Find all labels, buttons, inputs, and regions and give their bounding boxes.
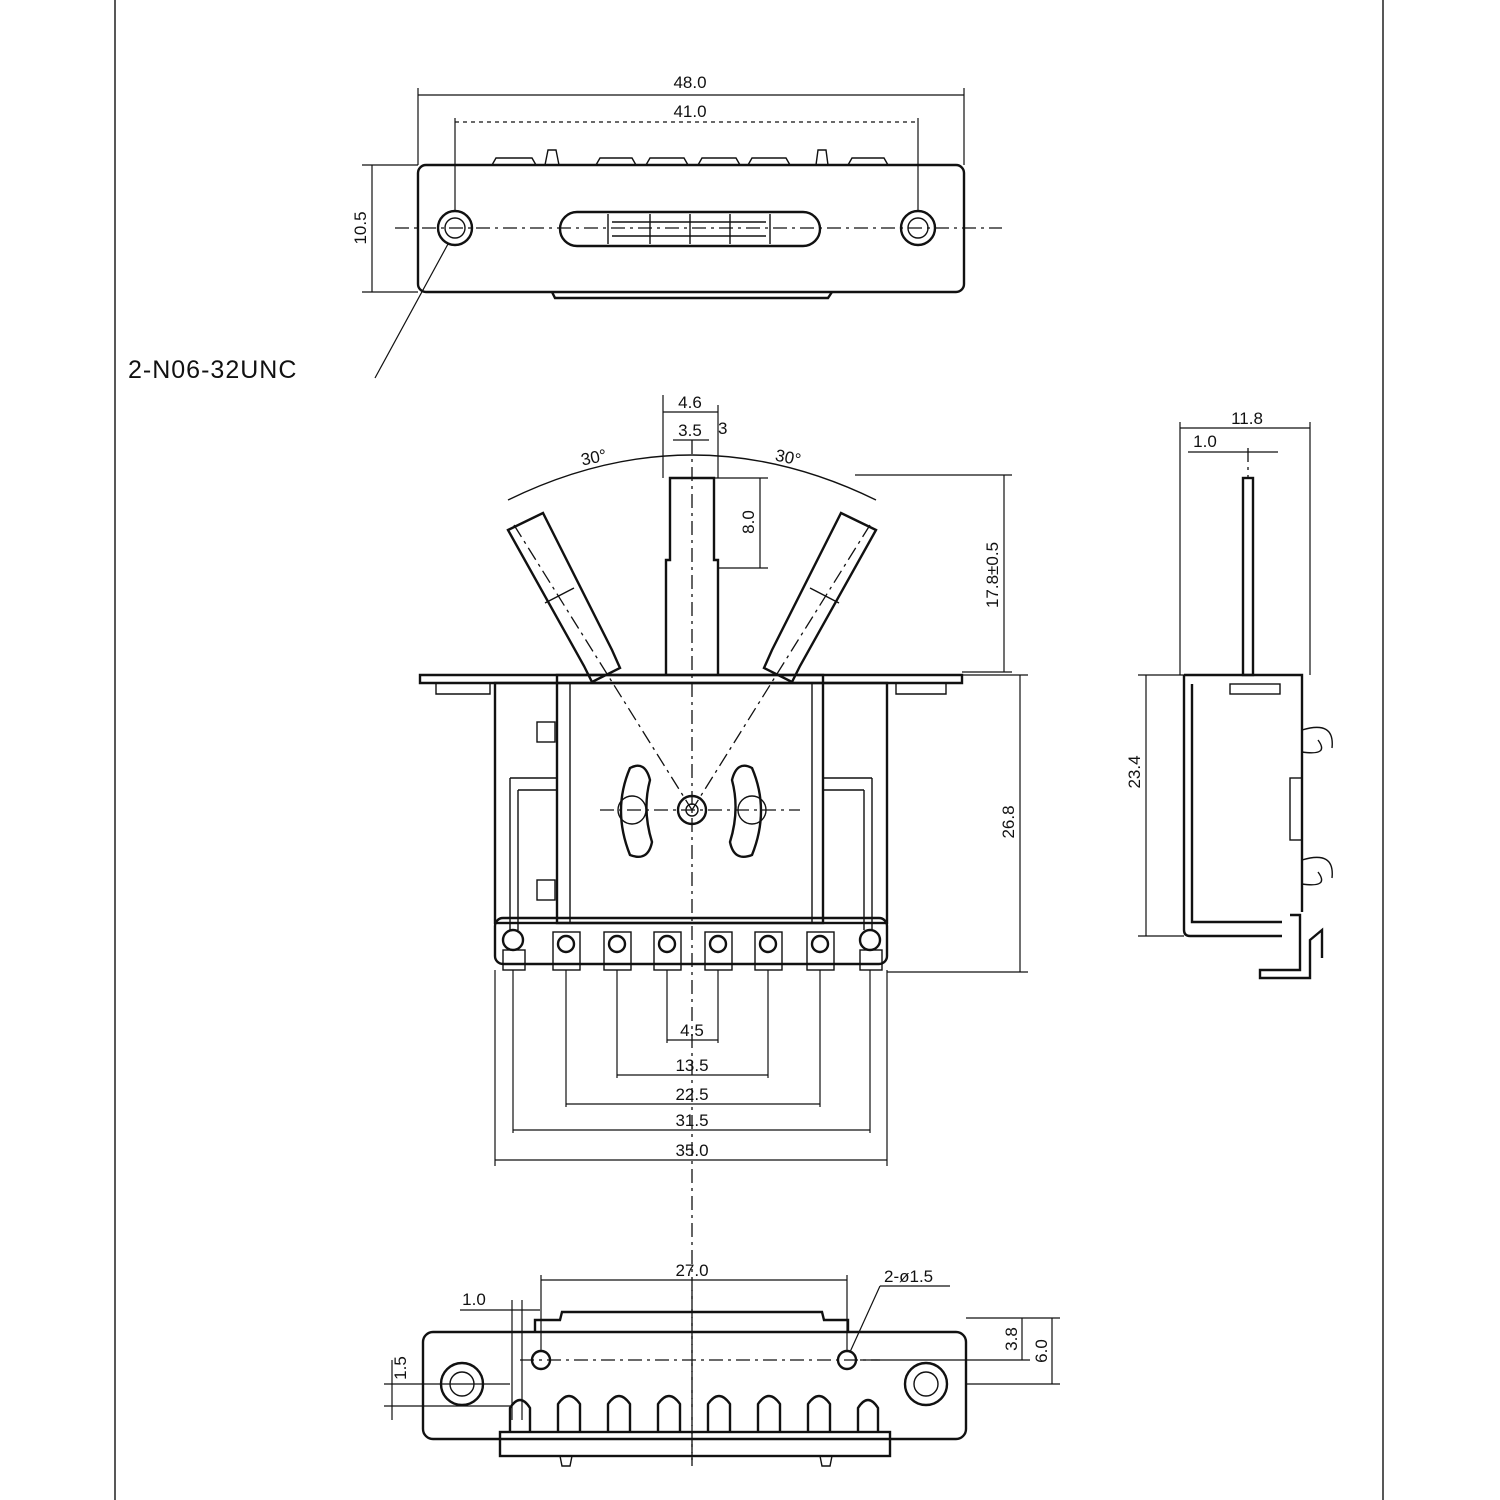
side-clip xyxy=(1289,777,1303,841)
dim-side-height: 23.4 xyxy=(1125,755,1144,788)
bottom-right-hole-inner xyxy=(913,1371,939,1397)
bottom-feet xyxy=(559,1455,833,1467)
front-angle-arc xyxy=(507,454,877,501)
dim-pitch-4-5: 4.5 xyxy=(680,1021,704,1040)
dim-lever-tip: 8.0 xyxy=(739,510,758,534)
front-terminal-row xyxy=(493,916,889,966)
hole-callout: 2-ø1.5 xyxy=(884,1267,933,1286)
dim-top-height: 10.5 xyxy=(351,211,370,244)
dim-lever-inner: 3.5 xyxy=(678,421,702,440)
side-terminal xyxy=(1258,913,1324,980)
side-body-inner xyxy=(1190,684,1282,924)
front-side-brackets xyxy=(509,777,873,930)
dim-overall-width: 48.0 xyxy=(673,73,706,92)
dim-pitch-31-5: 31.5 xyxy=(675,1111,708,1130)
side-lever xyxy=(1241,476,1255,677)
dim-hole-spacing: 41.0 xyxy=(673,102,706,121)
front-lever-right-step xyxy=(809,587,840,604)
dim-body-height: 26.8 xyxy=(999,805,1018,838)
thread-callout: 2-N06-32UNC xyxy=(128,356,297,384)
dim-pitch-13-5: 13.5 xyxy=(675,1056,708,1075)
dim-bottom-offset: 1.0 xyxy=(462,1290,486,1309)
front-pivot-inner xyxy=(685,803,699,817)
thread-leader-line xyxy=(374,243,449,379)
front-right-axis xyxy=(691,524,871,811)
dim-pitch-22-5: 22.5 xyxy=(675,1085,708,1104)
front-pivot xyxy=(676,794,708,826)
side-body-outline xyxy=(1182,675,1282,938)
bottom-plate xyxy=(421,1330,968,1441)
front-side-clip-lower xyxy=(536,879,556,901)
dim-bottom-hole-spacing: 27.0 xyxy=(675,1261,708,1280)
front-frame-edges xyxy=(569,683,813,923)
top-left-hole-inner xyxy=(444,217,466,239)
dim-angle-left: 30° xyxy=(579,446,608,470)
dim-bottom-small: 1.5 xyxy=(391,1356,410,1380)
hole-callout-leader xyxy=(849,1285,881,1353)
dim-side-plate: 1.0 xyxy=(1193,432,1217,451)
side-contact-springs xyxy=(1301,726,1333,886)
top-view: 48.0 41.0 10.5 2-N06-32UNC xyxy=(128,73,1002,384)
front-cam-right-pin xyxy=(737,795,767,825)
bottom-view: 27.0 2-ø1.5 1.0 1.5 3.8 6.0 xyxy=(384,1261,1060,1470)
bottom-terminals xyxy=(508,1394,880,1432)
top-left-mounting-hole xyxy=(436,209,474,247)
front-cam-right xyxy=(728,764,763,859)
front-view: 4.6 3.5 3 30° 30° 8.0 17.8±0.5 26.8 4.5 … xyxy=(418,393,1028,1460)
dim-side-depth: 11.8 xyxy=(1231,409,1263,428)
side-top-clip xyxy=(1229,683,1281,695)
front-lever-left-step xyxy=(544,587,575,604)
side-view: 11.8 1.0 23.4 xyxy=(1125,409,1333,980)
front-switch-body xyxy=(493,681,889,925)
front-side-clip-upper xyxy=(536,721,556,743)
dim-overall-pins: 35.0 xyxy=(675,1141,708,1160)
front-left-axis xyxy=(513,524,693,811)
dim-lever-step: 3 xyxy=(718,419,727,438)
front-cam-left-pin xyxy=(617,795,647,825)
top-view-terminal-bumps xyxy=(491,149,889,166)
dim-lever-outer: 4.6 xyxy=(678,393,702,412)
front-lever-left xyxy=(506,511,622,684)
bottom-right-mounting-hole xyxy=(903,1361,949,1407)
dim-lever-height: 17.8±0.5 xyxy=(983,542,1002,608)
top-view-slot-detail xyxy=(607,214,771,244)
side-body-top-right xyxy=(1184,673,1304,912)
front-cam-left xyxy=(619,764,654,859)
front-mounting-plate xyxy=(418,673,964,685)
front-inner-frame xyxy=(555,673,825,925)
dim-angle-right: 30° xyxy=(774,446,803,470)
top-view-bottom-lip xyxy=(550,291,833,300)
top-view-lever-slot xyxy=(558,210,822,248)
front-plate-tabs xyxy=(435,683,947,695)
bottom-terminal-base xyxy=(498,1430,892,1458)
dim-bottom-outer-depth: 6.0 xyxy=(1032,1339,1051,1363)
front-lever-right xyxy=(762,511,878,684)
dim-bottom-inner-depth: 3.8 xyxy=(1002,1327,1021,1351)
